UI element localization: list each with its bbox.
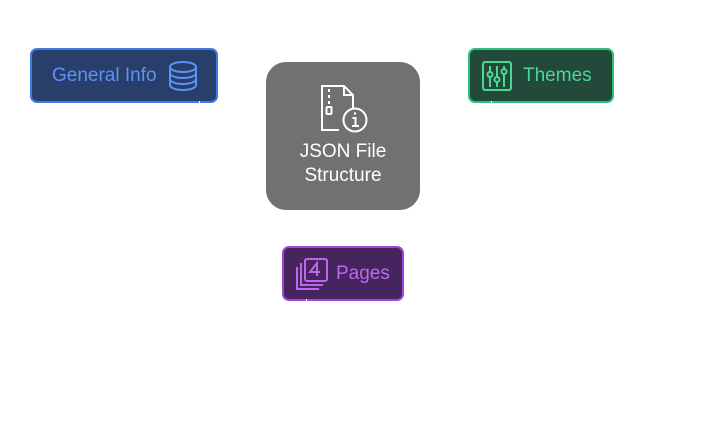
themes-label: Themes [523, 64, 592, 86]
pages-label: Pages [336, 262, 390, 284]
node-themes[interactable]: Themes [468, 48, 614, 103]
database-icon [167, 60, 199, 92]
connector-stub [306, 299, 307, 303]
sliders-icon [481, 60, 513, 92]
connector-stub [199, 101, 200, 105]
general-info-label: General Info [52, 64, 157, 86]
node-pages[interactable]: Pages [282, 246, 404, 301]
node-general-info[interactable]: General Info [30, 48, 218, 103]
file-info-icon [317, 84, 369, 136]
center-title: JSON File Structure [299, 141, 387, 186]
connector-stub [491, 101, 492, 105]
pages-stack-icon [295, 257, 329, 291]
node-json-file-structure[interactable]: JSON File Structure [266, 62, 420, 210]
